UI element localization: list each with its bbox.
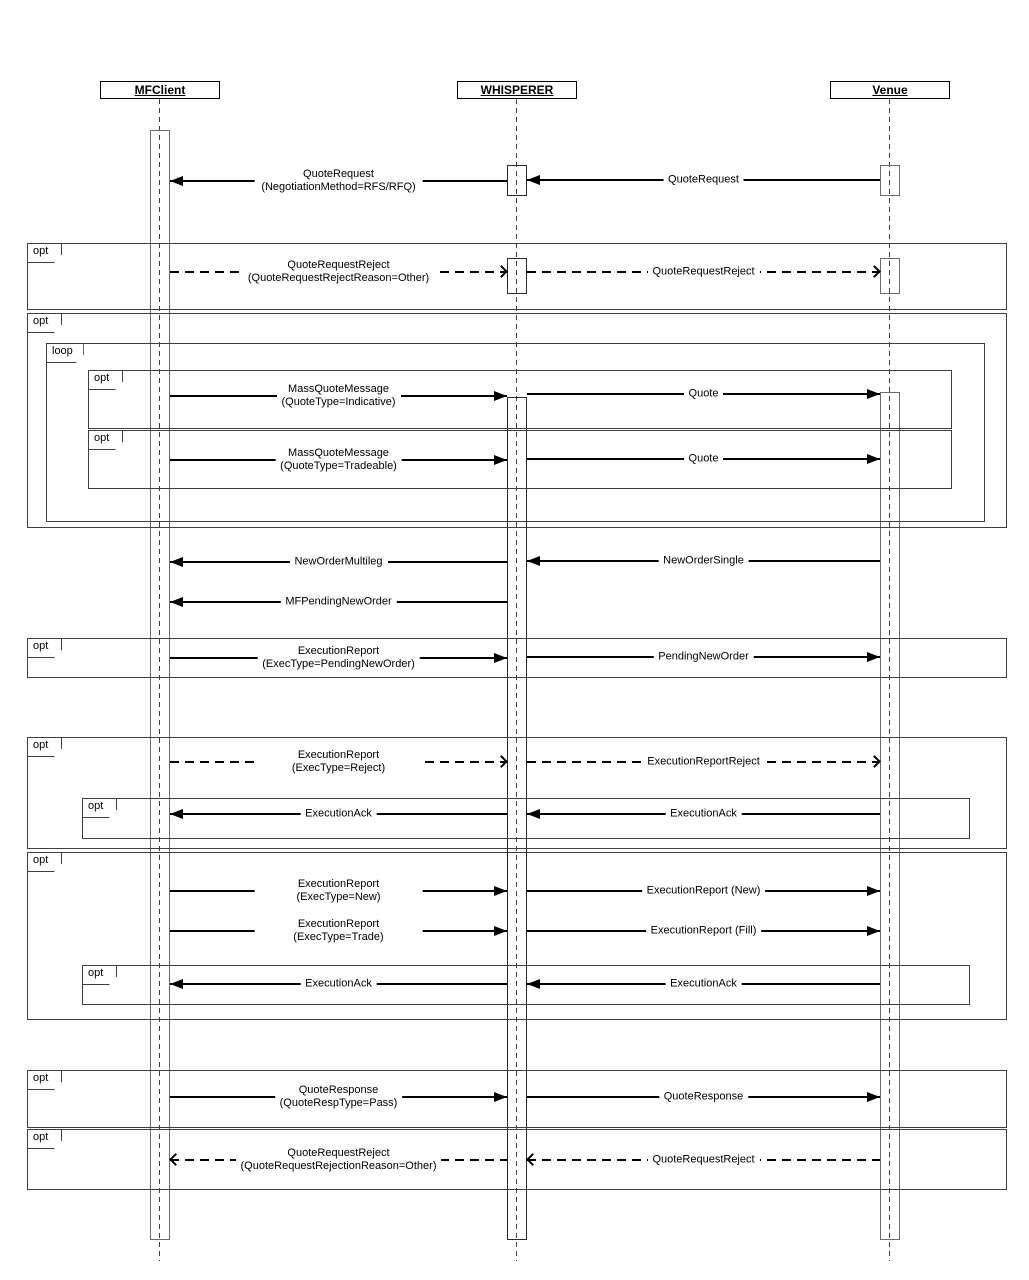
fragment-operator-label: opt	[28, 244, 62, 263]
message-label: QuoteResponse (QuoteRespType=Pass)	[274, 1084, 403, 1110]
message-label: ExecutionReport (ExecType=Reject)	[254, 749, 423, 775]
fragment-operator-label: opt	[28, 853, 62, 872]
arrowhead-right-icon	[867, 389, 880, 399]
message-label: MFPendingNewOrder	[280, 595, 397, 609]
fragment-operator-label: opt	[28, 738, 62, 757]
arrowhead-right-icon	[494, 886, 507, 896]
arrowhead-right-icon	[494, 1092, 507, 1102]
fragment-loop-quoting: loop	[46, 343, 985, 522]
message-label: NewOrderSingle	[658, 554, 749, 568]
message-label: ExecutionReport (Fill)	[645, 924, 762, 938]
fragment-opt-executionack-fill: opt	[82, 965, 970, 1005]
message-label: QuoteResponse	[658, 1090, 749, 1104]
message-label: ExecutionReport (ExecType=Trade)	[254, 918, 423, 944]
message-label: ExecutionAck	[665, 977, 742, 991]
fragment-opt-executionack-reject: opt	[82, 798, 970, 839]
message-label: ExecutionReport (ExecType=PendingNewOrde…	[257, 645, 420, 671]
fragment-opt-tradeable-quote: opt	[88, 430, 952, 489]
fragment-operator-label: opt	[28, 314, 62, 333]
message-label: ExecutionReport (ExecType=New)	[254, 878, 423, 904]
message-label: ExecutionAck	[300, 977, 377, 991]
activation-bar-whisperer-quoterequest	[507, 165, 527, 196]
lifeline-whisperer	[516, 99, 517, 1261]
message-label: QuoteRequestReject (QuoteRequestRejectio…	[235, 1147, 442, 1173]
fragment-operator-label: opt	[83, 966, 117, 985]
arrowhead-left-icon	[170, 809, 183, 819]
fragment-opt-pendingneworder: opt	[27, 638, 1007, 678]
fragment-operator-label: opt	[28, 1071, 62, 1090]
arrowhead-right-icon	[867, 1092, 880, 1102]
message-label: Quote	[683, 452, 724, 466]
arrowhead-right-icon	[867, 454, 880, 464]
arrowhead-right-icon	[494, 926, 507, 936]
fragment-opt-quoteresponse: opt	[27, 1070, 1007, 1128]
message-label: QuoteRequestReject	[647, 265, 760, 279]
arrowhead-left-icon	[527, 979, 540, 989]
fragment-operator-label: opt	[83, 799, 117, 818]
message-label: ExecutionAck	[665, 807, 742, 821]
fragment-opt-quoterequestreject: opt	[27, 243, 1007, 310]
arrowhead-right-icon	[867, 652, 880, 662]
arrowhead-right-icon	[867, 886, 880, 896]
arrowhead-left-icon	[170, 176, 183, 186]
message-label: MassQuoteMessage (QuoteType=Indicative)	[276, 383, 401, 409]
arrowhead-right-icon	[494, 455, 507, 465]
fragment-opt-execution-fill: opt	[27, 852, 1007, 1020]
activation-bar-whisperer-reject	[507, 258, 527, 294]
actor-whisperer: WHISPERER	[457, 81, 577, 99]
arrowhead-left-icon	[170, 557, 183, 567]
lifeline-venue	[889, 99, 890, 1261]
message-label: ExecutionReport (New)	[641, 884, 766, 898]
arrowhead-left-icon	[170, 597, 183, 607]
fragment-operator-label: opt	[89, 431, 123, 450]
arrowhead-left-icon	[170, 979, 183, 989]
arrowhead-left-icon	[527, 175, 540, 185]
message-label: QuoteRequestReject (QuoteRequestRejectRe…	[242, 259, 435, 285]
activation-bar-mfclient	[150, 130, 170, 1240]
arrowhead-right-icon	[867, 926, 880, 936]
message-label: QuoteRequest (NegotiationMethod=RFS/RFQ)	[254, 168, 423, 194]
lifeline-mfclient	[159, 99, 160, 1261]
fragment-operator-label: opt	[28, 1130, 62, 1149]
message-label: Quote	[683, 387, 724, 401]
arrowhead-left-icon	[527, 809, 540, 819]
activation-bar-venue-quoterequest	[880, 165, 900, 196]
fragment-operator-label: opt	[89, 371, 123, 390]
message-label: ExecutionReportReject	[642, 755, 765, 769]
fragment-opt-quoting: opt	[27, 313, 1007, 528]
activation-bar-venue-reject	[880, 258, 900, 294]
message-label: QuoteRequest	[663, 173, 744, 187]
arrowhead-right-icon	[494, 391, 507, 401]
fragment-opt-execution-reject: opt	[27, 737, 1007, 849]
fragment-opt-indicative-quote: opt	[88, 370, 952, 429]
message-label: PendingNewOrder	[653, 650, 754, 664]
actor-venue: Venue	[830, 81, 950, 99]
actor-mfclient: MFClient	[100, 81, 220, 99]
activation-bar-venue-main	[880, 392, 900, 1240]
fragment-operator-label: loop	[47, 344, 84, 363]
activation-bar-whisperer-main	[507, 397, 527, 1240]
message-label: MassQuoteMessage (QuoteType=Tradeable)	[275, 447, 402, 473]
message-label: NewOrderMultileg	[289, 555, 388, 569]
message-label: QuoteRequestReject	[647, 1153, 760, 1167]
message-label: ExecutionAck	[300, 807, 377, 821]
fragment-operator-label: opt	[28, 639, 62, 658]
fragment-opt-quoterequestreject-final: opt	[27, 1129, 1007, 1190]
arrowhead-right-icon	[494, 653, 507, 663]
arrowhead-left-icon	[527, 556, 540, 566]
